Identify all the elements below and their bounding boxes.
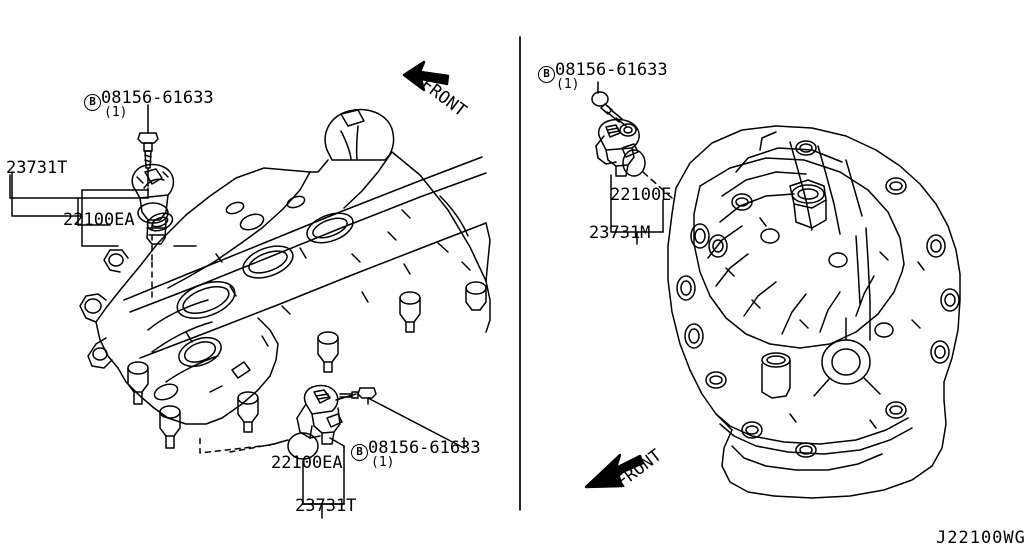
right-oring-leader: [642, 171, 673, 199]
left-bottom-bolt-qty: (1): [371, 455, 395, 470]
left-top-bracket: [11, 171, 149, 247]
front-arrow-right: [584, 453, 645, 489]
left-top-leaders: [9, 174, 149, 226]
bolt-boss-group: [127, 281, 487, 449]
left-top-sensor-label: 23731T: [6, 158, 68, 178]
bolt-symbol-icon: B: [351, 444, 368, 461]
front-arrow-left: [402, 60, 450, 92]
bolt-symbol-icon: B: [84, 94, 101, 111]
left-bottom-bracket: [302, 445, 345, 519]
right-oring: [622, 149, 646, 177]
right-oring-label: 22100E: [610, 185, 672, 205]
right-sensor-label: 23731M: [589, 223, 651, 243]
left-top-bolt-qty: (1): [104, 105, 128, 120]
diagram-code: J22100WG: [936, 528, 1024, 548]
left-bottom-bolt: [339, 387, 377, 405]
bolt-symbol-icon: B: [538, 66, 555, 83]
left-top-oring: [137, 202, 169, 224]
left-bottom-bolt-axis: [335, 393, 357, 401]
left-top-oring-label: 22100EA: [63, 210, 135, 230]
right-brackets: [610, 174, 664, 245]
left-bottom-oring: [287, 432, 319, 460]
left-bottom-bolt-leader: [367, 397, 465, 449]
left-bottom-oring-tick: [273, 439, 289, 445]
left-bottom-oring-label: 22100EA: [271, 453, 343, 473]
engine-assembly: [79, 108, 491, 449]
right-bolt: [591, 81, 623, 123]
left-top-bolt: [137, 104, 159, 169]
right-bolt-qty: (1): [556, 77, 580, 92]
left-top-sensor-body: [131, 163, 175, 245]
right-sensor-body: [595, 118, 640, 177]
left-bottom-sensor-label: 23731T: [295, 496, 357, 516]
transaxle-assembly: [667, 125, 961, 499]
transaxle-bolt-bosses: [676, 140, 960, 458]
left-bottom-sensor-body: [296, 384, 343, 445]
